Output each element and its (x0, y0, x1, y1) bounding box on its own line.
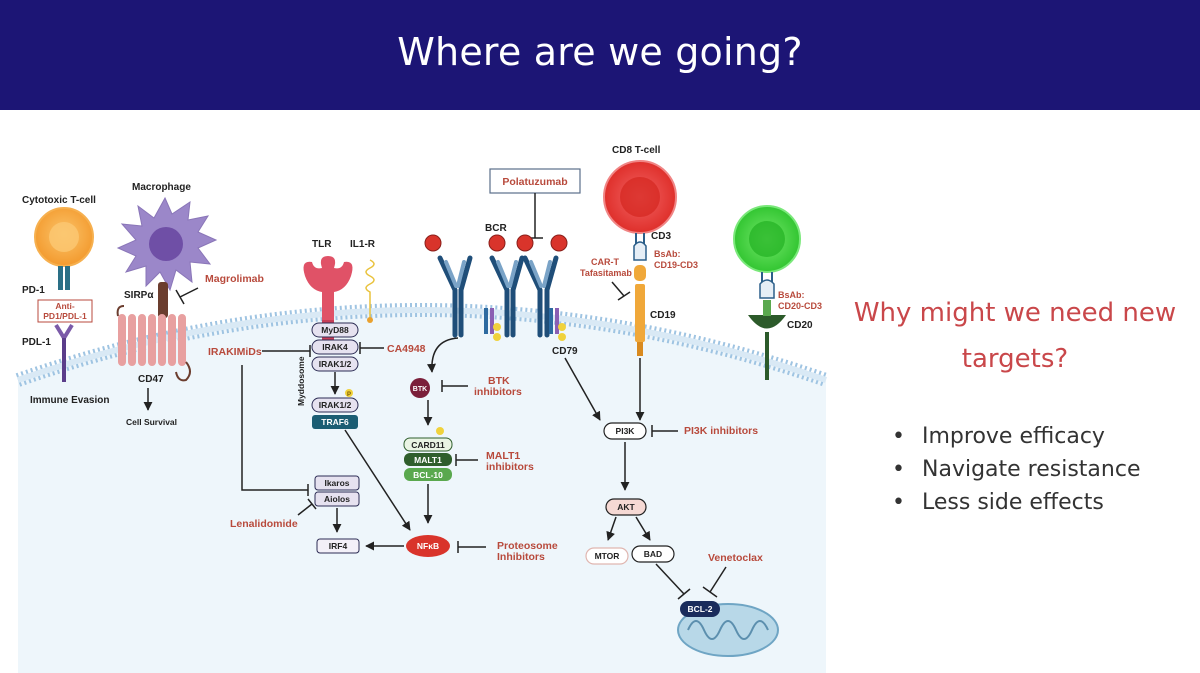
antigen (424, 234, 442, 252)
svg-text:MTOR: MTOR (595, 551, 620, 561)
pd1-label: PD-1 (22, 285, 45, 296)
svg-text:PI3K: PI3K (616, 426, 636, 436)
list-item: •Navigate resistance (892, 453, 1180, 486)
cd19-label: CD19 (650, 310, 676, 321)
proteosome-label-2: Inhibitors (497, 551, 545, 563)
ca4948-label: CA4948 (387, 343, 426, 355)
cd19-receptor (635, 284, 645, 342)
bsab-cd20-label-1: BsAb: (778, 290, 805, 300)
key-question: Why might we need new targets? (853, 298, 1177, 374)
irak4-node: IRAK4 (322, 342, 348, 352)
cd8-t-cell-label: CD8 T-cell (612, 145, 661, 156)
pdl1-receptor (54, 323, 74, 342)
anti-pd1-label-1: Anti- (55, 301, 75, 311)
irf4-node: IRF4 (329, 541, 348, 551)
pi3k-node (603, 422, 647, 440)
slide-header: Where are we going? (0, 0, 1200, 110)
cd79-label: CD79 (552, 346, 578, 357)
malt1-inhibitors-label-1: MALT1 (486, 450, 520, 462)
bsab-cd19-label-1: BsAb: (654, 249, 681, 259)
card11-node: CARD11 (411, 440, 445, 450)
malt1-inhibitors-label-2: inhibitors (486, 461, 534, 473)
cd79-receptor (484, 308, 559, 334)
bullet-icon: • (892, 424, 905, 449)
tlr-label: TLR (312, 239, 332, 250)
cd3-label: CD3 (651, 231, 671, 242)
traf6-node: TRAF6 (321, 417, 349, 427)
cell-survival-label: Cell Survival (126, 417, 177, 427)
polatuzumab-box (489, 168, 581, 194)
nfkb-node (406, 535, 450, 557)
tlr-receptor (303, 256, 353, 320)
car-t-label-2: Tafasitamab (580, 268, 632, 278)
btk-inhibitors-label-2: inhibitors (474, 386, 522, 398)
venetoclax-label: Venetoclax (708, 552, 763, 564)
macrophage-label: Macrophage (132, 182, 191, 193)
irak12-phospho-node: IRAK1/2 (319, 400, 352, 410)
car-t-label-1: CAR-T (591, 257, 619, 267)
il1r-label: IL1-R (350, 239, 376, 250)
myd88-node: MyD88 (321, 325, 349, 335)
immune-evasion-label: Immune Evasion (30, 395, 109, 406)
lenalidomide-label: Lenalidomide (230, 518, 298, 530)
akt-node (605, 498, 647, 516)
list-item: •Improve efficacy (892, 420, 1180, 453)
magrolimab-label: Magrolimab (205, 273, 264, 285)
bsab-cd20-label-2: CD20-CD3 (778, 301, 822, 311)
polatuzumab-label: Polatuzumab (502, 176, 567, 188)
cd3-receptor (635, 233, 645, 244)
mtor-node (585, 547, 629, 565)
pi3k-inhibitors-label: PI3K inhibitors (684, 425, 758, 437)
list-item: •Less side effects (892, 486, 1180, 519)
irak12-node: IRAK1/2 (319, 359, 352, 369)
bullet-icon: • (892, 490, 905, 515)
cd47-receptor (118, 314, 186, 366)
bullet-icon: • (892, 457, 905, 482)
cell-interior (18, 310, 826, 673)
sirpa-label: SIRPα (124, 290, 154, 301)
slide-title: Where are we going? (397, 30, 803, 74)
cd20-receptor (748, 315, 786, 329)
svg-text:BCL-2: BCL-2 (687, 604, 712, 614)
anti-pd1-label-2: PD1/PDL-1 (43, 311, 87, 321)
btk-inhibitors-label-1: BTK (488, 375, 510, 387)
svg-text:BTK: BTK (413, 386, 427, 393)
phospho-irak: P (347, 392, 351, 398)
anti-pd1-box (37, 299, 93, 323)
irakimids-label: IRAKIMiDs (208, 346, 262, 358)
bcr-label: BCR (485, 223, 507, 234)
malt1-node: MALT1 (414, 455, 442, 465)
side-panel: Why might we need new targets? •Improve … (850, 290, 1180, 519)
il1r-receptor (365, 259, 375, 320)
ikaros-node: Ikaros (324, 478, 349, 488)
btk-node (410, 378, 430, 398)
bad-node (631, 545, 675, 563)
proteosome-label-1: Proteosome (497, 540, 558, 552)
pd1-receptor (58, 266, 63, 290)
cytotoxic-t-cell-label: Cytotoxic T-cell (22, 195, 96, 206)
myddosome-label: Myddosome (296, 356, 306, 406)
cd47-label: CD47 (138, 374, 164, 385)
bcr-receptor (437, 255, 559, 338)
bsab-cd19-label-2: CD19-CD3 (654, 260, 698, 270)
cd20-label: CD20 (787, 320, 813, 331)
svg-text:BAD: BAD (644, 549, 662, 559)
svg-text:AKT: AKT (617, 502, 635, 512)
pdl1-label: PDL-1 (22, 337, 51, 348)
svg-text:NFκB: NFκB (417, 541, 439, 551)
bcl10-node: BCL-10 (413, 470, 443, 480)
lymphoma-signaling-diagram: Cytotoxic T-cell PD-1 Anti- PD1/PDL-1 PD… (15, 145, 829, 673)
reasons-list: •Improve efficacy •Navigate resistance •… (892, 420, 1180, 519)
aiolos-node: Aiolos (324, 494, 350, 504)
bcl2-node (680, 601, 720, 617)
